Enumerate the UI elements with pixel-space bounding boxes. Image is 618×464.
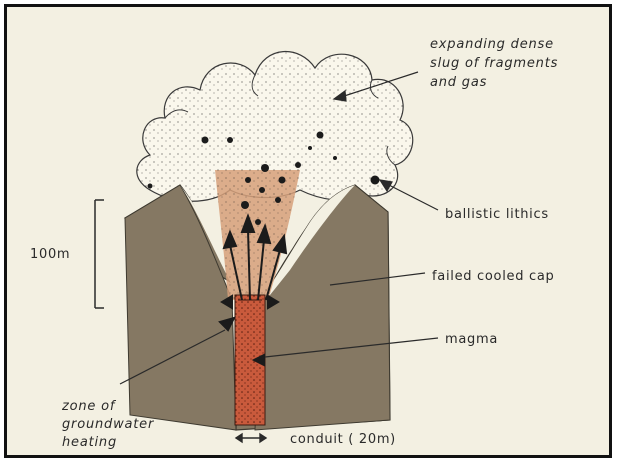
label-slug-line1: expanding dense [430, 37, 554, 52]
label-ballistic: ballistic lithics [445, 207, 549, 222]
label-zone-line1: zone of [61, 399, 117, 414]
label-conduit: conduit ( 20m) [290, 432, 396, 447]
label-cap: failed cooled cap [432, 269, 554, 284]
label-slug-line3: and gas [430, 75, 487, 90]
label-magma: magma [445, 332, 498, 347]
scale-bar [95, 200, 104, 308]
label-zone-line2: groundwater [62, 417, 155, 432]
label-zone-line3: heating [62, 435, 117, 450]
label-slug-line2: slug of fragments [430, 56, 558, 71]
ballistic-example [371, 176, 380, 185]
label-scale: 100m [30, 247, 70, 262]
conduit-width-arrow [236, 434, 266, 442]
rock-left [125, 185, 236, 430]
